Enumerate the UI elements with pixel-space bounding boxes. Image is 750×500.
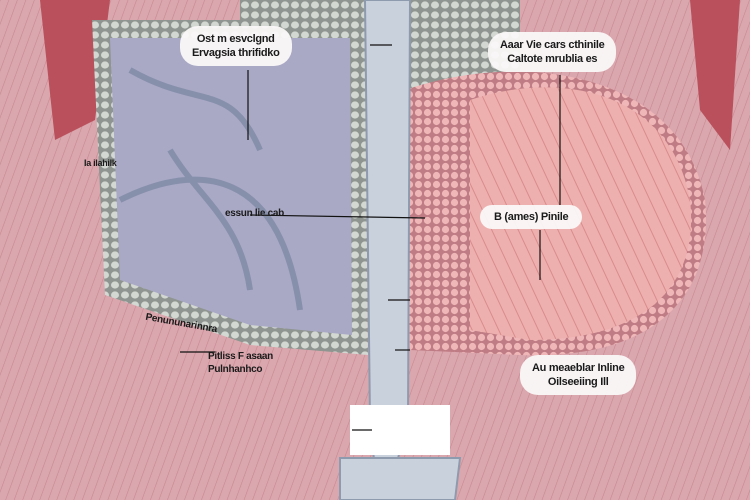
label-top-left: Ost m esvclgnd Ervagsia thrifidko bbox=[180, 26, 292, 66]
label-lower-left: Pitliss F asaan Pulnhanhco bbox=[208, 350, 273, 376]
trachea bbox=[363, 0, 412, 471]
label-lower-right: Au meaeblar Inline Oilseeiing Ill bbox=[520, 355, 637, 395]
label-left-edge: Ia ilahilk bbox=[84, 158, 117, 168]
label-line: Oilseeiing Ill bbox=[547, 376, 609, 388]
label-left-center: essun lie cab bbox=[225, 208, 284, 219]
label-line: Aaar Vie cars cthinile bbox=[500, 39, 605, 51]
label-line: Au meaeblar Inline bbox=[532, 362, 625, 374]
label-right-center: B (ames) Pinile bbox=[480, 205, 583, 229]
label-top-right: Aaar Vie cars cthinile Caltote mrublia e… bbox=[488, 32, 617, 72]
label-line: Ost m esvclgnd bbox=[196, 33, 275, 45]
muscle-right-red bbox=[690, 0, 740, 150]
label-line: Pitliss F asaan bbox=[208, 351, 273, 362]
label-line: Caltote mrublia es bbox=[507, 53, 598, 65]
muscle-left-red bbox=[40, 0, 110, 140]
label-line: Ervagsia thrifidko bbox=[192, 47, 280, 59]
label-line: Pulnhanhco bbox=[208, 364, 263, 375]
